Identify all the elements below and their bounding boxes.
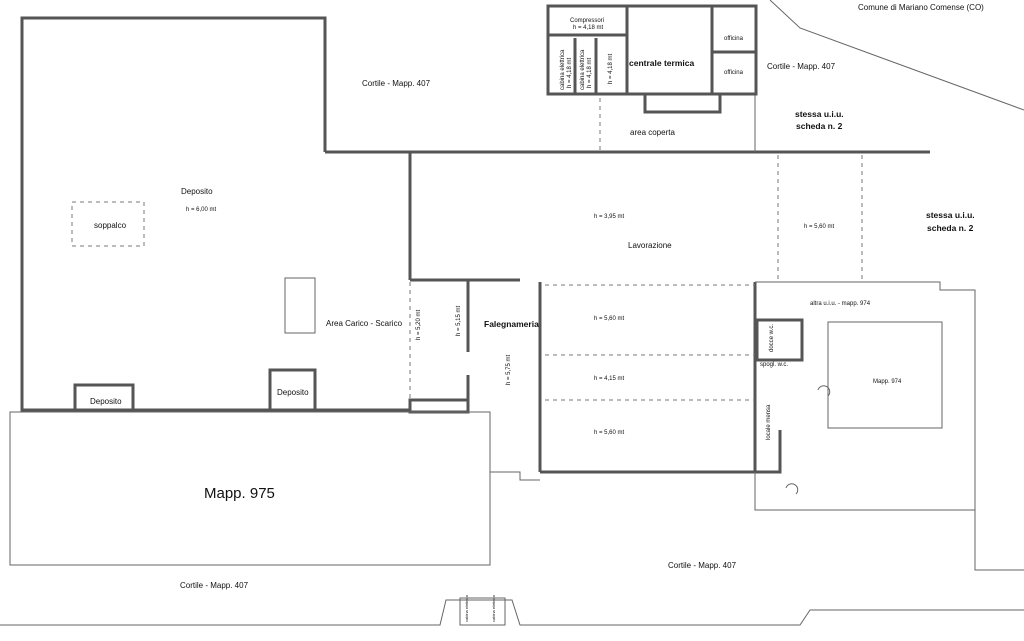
height-label: h = 5,15 mt bbox=[456, 305, 462, 336]
height-label: h = 3,95 mt bbox=[594, 214, 625, 220]
spogl-label: spogl. w.c. bbox=[760, 362, 788, 368]
compressori-height: h = 4,18 mt bbox=[573, 25, 604, 31]
cortile-label: Cortile - Mapp. 407 bbox=[668, 561, 737, 570]
area-carico-label: Area Carico - Scarico bbox=[326, 319, 403, 328]
height-label: h = 4,15 mt bbox=[594, 376, 625, 382]
stessa-uiu-label: stessa u.i.u. bbox=[795, 109, 844, 119]
mapp-974-label: Mapp. 974 bbox=[873, 379, 902, 385]
deposito-height: h = 6,00 mt bbox=[186, 207, 217, 213]
mapp-975-parcel bbox=[9, 411, 491, 566]
deposito-label: Deposito bbox=[90, 397, 122, 406]
centrale-termica-building bbox=[546, 4, 758, 114]
deposito-label: Deposito bbox=[277, 388, 309, 397]
centrale-termica-label: centrale termica bbox=[629, 58, 694, 68]
site-boundaries bbox=[0, 0, 1024, 626]
cabina-label: cabina elettrica bbox=[491, 594, 496, 622]
area-coperta-label: area coperta bbox=[630, 128, 675, 137]
cortile-label: Cortile - Mapp. 407 bbox=[180, 581, 249, 590]
stessa-uiu-label: stessa u.i.u. bbox=[926, 210, 975, 220]
deposito-label: Deposito bbox=[181, 187, 213, 196]
cortile-label: Cortile - Mapp. 407 bbox=[767, 62, 836, 71]
cortile-label: Cortile - Mapp. 407 bbox=[362, 79, 431, 88]
falegnameria-label: Falegnameria bbox=[484, 319, 539, 329]
height-label: h = 5,60 mt bbox=[594, 316, 625, 322]
height-label: h = 5,60 mt bbox=[594, 430, 625, 436]
lavorazione-label: Lavorazione bbox=[628, 241, 672, 250]
locale-mensa-label: locale mensa bbox=[766, 404, 772, 440]
lavorazione-area bbox=[466, 95, 863, 481]
cabina-label: cabina elettrica bbox=[560, 49, 566, 90]
cabina-label: cabina elettrica bbox=[580, 49, 586, 90]
officina-label: officina bbox=[724, 36, 744, 42]
deposito-building bbox=[20, 16, 930, 414]
soppalco-label: soppalco bbox=[94, 221, 127, 230]
room-height: h = 4,18 mt bbox=[608, 53, 614, 84]
cabina-height: h = 4,18 mt bbox=[567, 57, 573, 88]
altra-uiu-label: altra u.i.u. - mapp. 974 bbox=[810, 301, 871, 307]
mapp-975-label: Mapp. 975 bbox=[204, 485, 275, 502]
height-label: h = 5,60 mt bbox=[804, 224, 835, 230]
mapp-974-building bbox=[754, 281, 976, 511]
officina-label: officina bbox=[724, 70, 744, 76]
compressori-label: Compressori bbox=[570, 18, 604, 24]
cabina-height: h = 4,18 mt bbox=[587, 57, 593, 88]
height-label: h = 5,75 mt bbox=[506, 354, 512, 385]
scheda-label: scheda n. 2 bbox=[927, 223, 974, 233]
height-label: h = 5,20 mt bbox=[416, 309, 422, 340]
docce-label: docce w.c. bbox=[769, 324, 775, 352]
comune-label: Comune di Mariano Comense (CO) bbox=[858, 3, 984, 12]
scheda-label: scheda n. 2 bbox=[796, 121, 843, 131]
cabina-label: cabina elettrica bbox=[464, 594, 469, 622]
cabina-elettrica-box bbox=[459, 597, 506, 626]
